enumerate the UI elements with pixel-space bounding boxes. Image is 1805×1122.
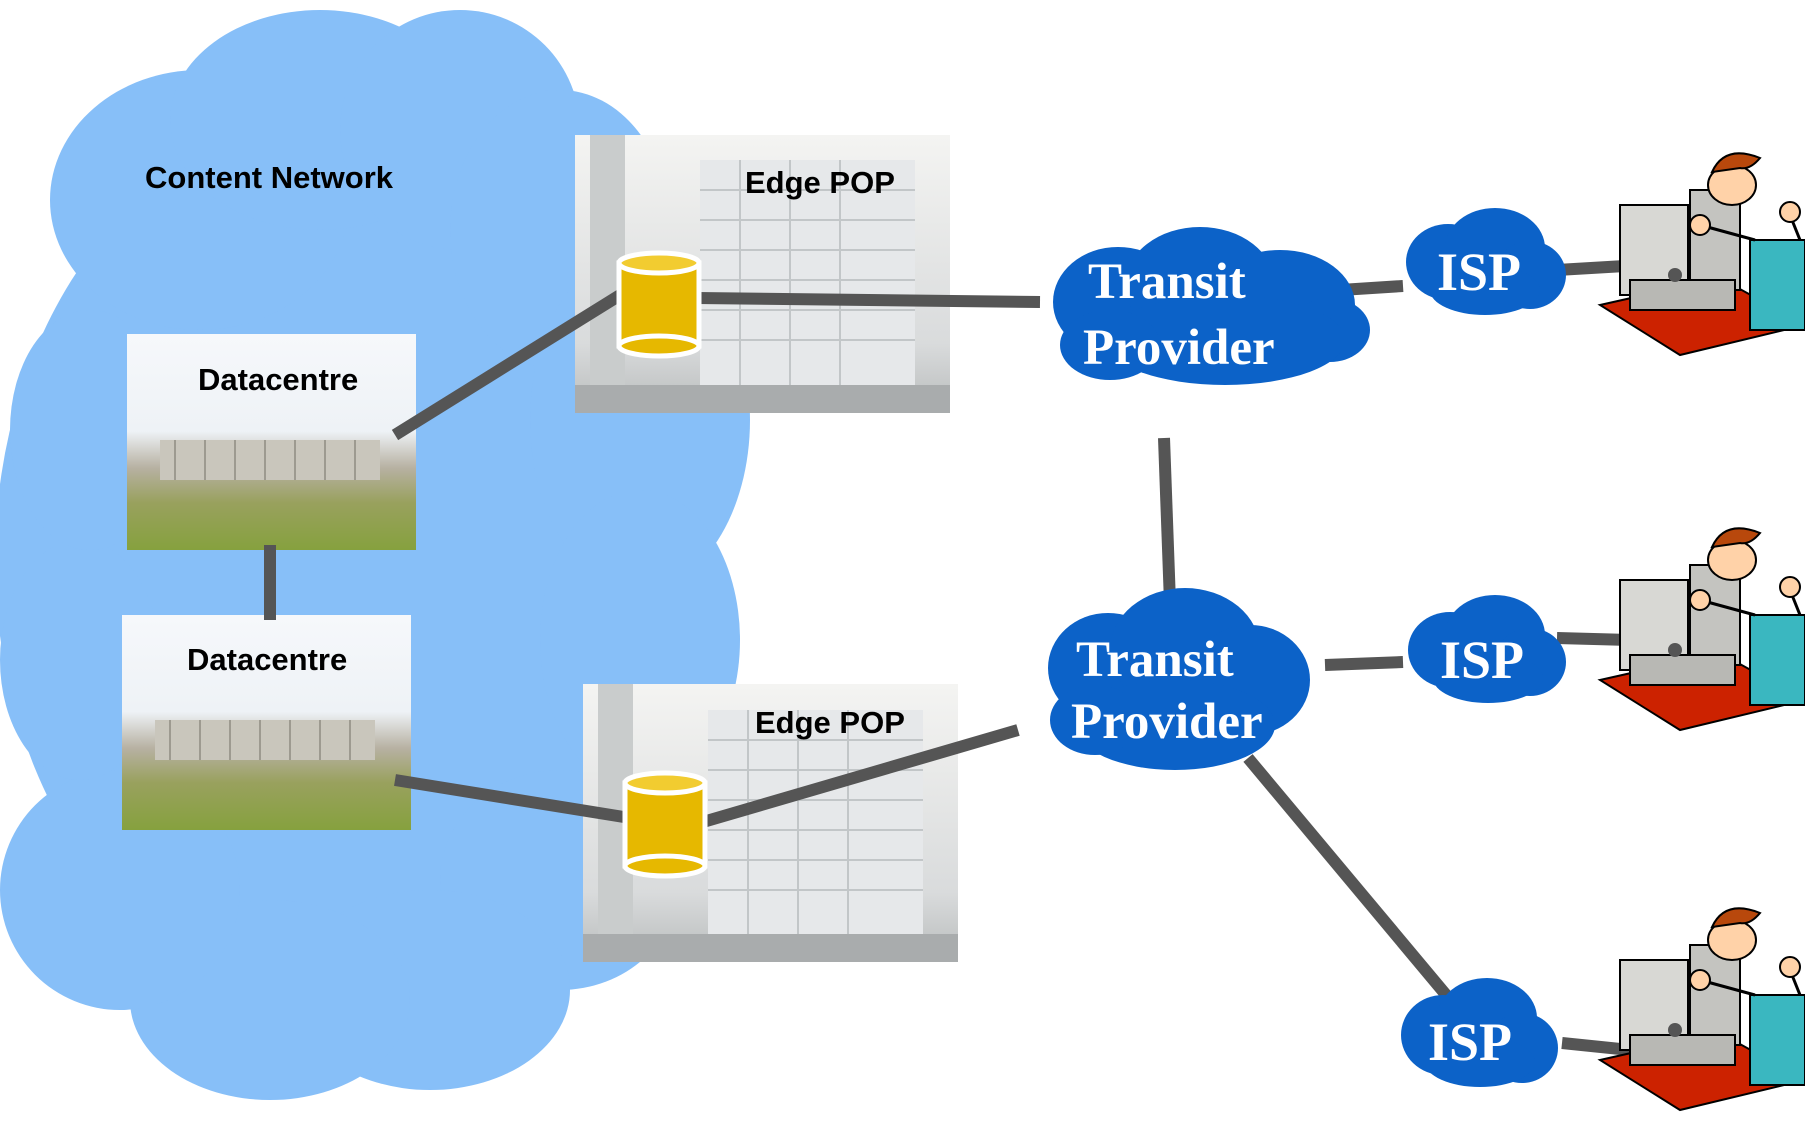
link-isp1-user1 — [1556, 260, 1626, 276]
isp-label-1: ISP — [1437, 242, 1521, 302]
user-computer-icon-3 — [1597, 907, 1805, 1112]
network-links — [264, 260, 1631, 1056]
cache-server-icon-2 — [622, 770, 708, 879]
content-network-label: Content Network — [145, 160, 394, 195]
edge-pop-label-2: Edge POP — [755, 705, 905, 740]
transit-provider-cloud-1 — [1053, 227, 1370, 385]
edge-pop-label-1: Edge POP — [745, 165, 895, 200]
link-pop2-transit2 — [701, 724, 1020, 828]
datacentre-box-2 — [122, 615, 411, 830]
link-transit1-transit2 — [1158, 437, 1176, 604]
link-transit2-isp2 — [1324, 656, 1404, 671]
datacentre-label-1: Datacentre — [198, 362, 358, 397]
transit-provider-label-2b: Provider — [1071, 694, 1263, 750]
cache-server-icon-1 — [616, 250, 702, 359]
user-computer-icon-1 — [1597, 152, 1805, 357]
transit-provider-label-2a: Transit — [1076, 632, 1234, 688]
link-isp2-user2 — [1556, 632, 1631, 646]
user-computer-icon-2 — [1597, 527, 1805, 732]
link-dc2-pop2 — [394, 774, 631, 824]
datacentre-box-1 — [127, 334, 416, 550]
isp-cloud-2 — [1408, 595, 1566, 703]
isp-cloud-1 — [1406, 208, 1566, 315]
transit-provider-cloud-2 — [1048, 588, 1310, 770]
transit-provider-label-1b: Provider — [1083, 320, 1275, 376]
link-isp3-user3 — [1561, 1037, 1631, 1056]
datacentre-label-2: Datacentre — [187, 642, 347, 677]
isp-label-3: ISP — [1428, 1012, 1512, 1072]
link-dc1-pop1 — [391, 286, 629, 441]
link-pop1-transit1 — [696, 292, 1041, 308]
edge-pop-building-1 — [575, 135, 950, 413]
isp-cloud-3 — [1401, 978, 1558, 1087]
transit-provider-label-1a: Transit — [1088, 254, 1246, 310]
isp-label-2: ISP — [1440, 630, 1524, 690]
link-transit2-isp3 — [1243, 754, 1457, 1006]
